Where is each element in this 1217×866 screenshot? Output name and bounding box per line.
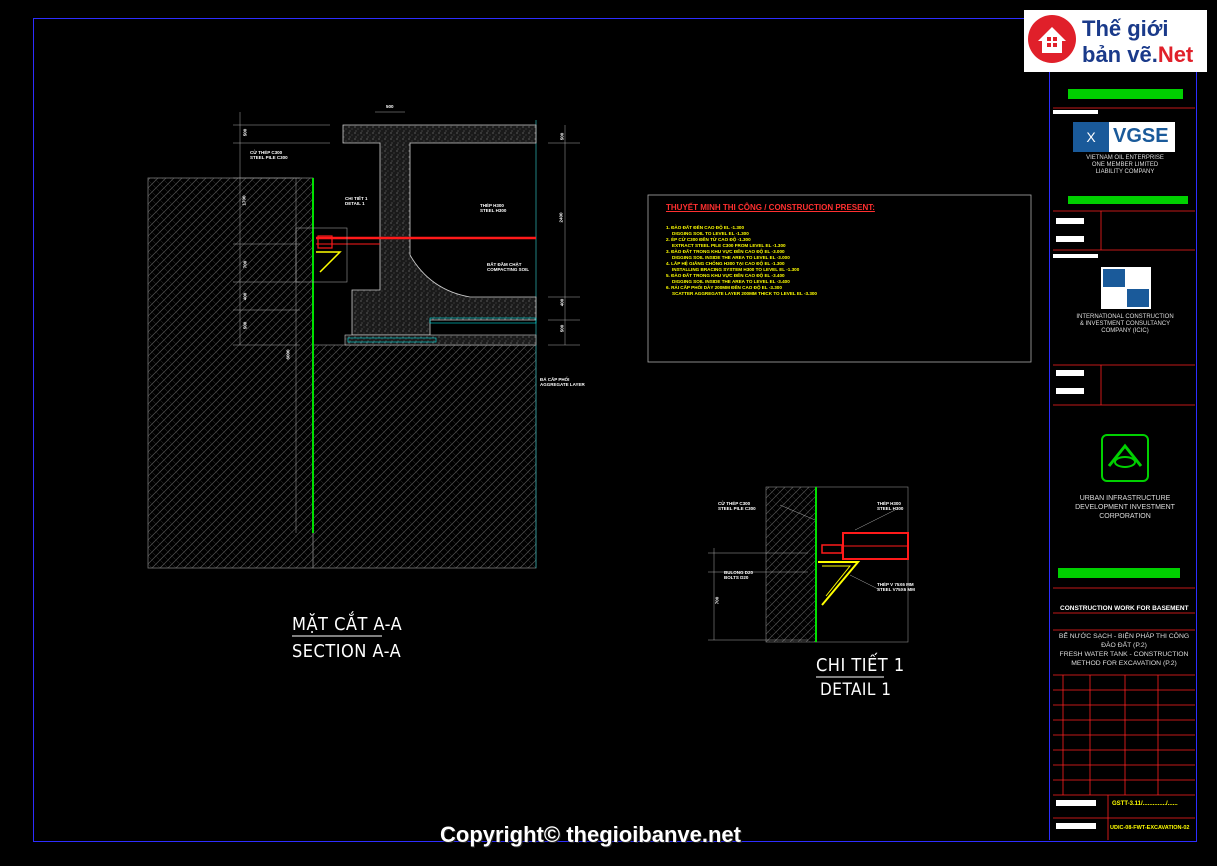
notes-title: THUYẾT MINH THI CÔNG / CONSTRUCTION PRES… bbox=[666, 203, 875, 212]
detail-title-en: DETAIL 1 bbox=[820, 680, 892, 700]
dim-left-3: 400 bbox=[242, 292, 248, 301]
vgse-logo: X VGSE bbox=[1073, 122, 1175, 152]
white-bar-3 bbox=[1056, 236, 1084, 242]
detail-bracket bbox=[818, 561, 861, 606]
white-bar-5 bbox=[1056, 370, 1084, 376]
concrete-wall bbox=[342, 124, 537, 336]
frame-divider bbox=[1049, 18, 1050, 840]
white-bar-2 bbox=[1056, 218, 1084, 224]
base-slab bbox=[344, 334, 537, 346]
logo-line1: Thế giới bbox=[1082, 16, 1169, 41]
dim-right-1: 2400 bbox=[558, 212, 564, 223]
detail-dim: 700 bbox=[714, 596, 720, 605]
dim-left-0: 500 bbox=[242, 128, 248, 137]
drawing-frame bbox=[33, 18, 1197, 842]
logo-line2: bản vẽ.Net bbox=[1082, 42, 1194, 67]
notes-box bbox=[647, 194, 1032, 363]
watermark-logo[interactable]: Thế giới bản vẽ.Net bbox=[1024, 10, 1207, 72]
icc-desc: INTERNATIONAL CONSTRUCTION& INVESTMENT C… bbox=[1076, 314, 1174, 334]
detail-soil bbox=[765, 486, 817, 643]
work-title: CONSTRUCTION WORK FOR BASEMENT bbox=[1060, 605, 1189, 612]
dim-left-2: 700 bbox=[242, 260, 248, 269]
white-bar-4 bbox=[1053, 254, 1098, 258]
green-bar-3 bbox=[1058, 568, 1180, 578]
section-title-en: SECTION A-A bbox=[292, 641, 402, 662]
copyright-watermark: Copyright© thegioibanve.net bbox=[440, 822, 741, 847]
dim-left-5: 6000 bbox=[285, 349, 291, 360]
white-bar-6 bbox=[1056, 388, 1084, 394]
dim-left-4: 500 bbox=[242, 321, 248, 330]
white-bar-1 bbox=[1053, 110, 1098, 114]
white-bar-8 bbox=[1056, 823, 1096, 829]
white-bar-7 bbox=[1056, 800, 1096, 806]
soil-left bbox=[147, 177, 314, 569]
dim-right-0: 500 bbox=[559, 132, 565, 141]
dim-right-3: 500 bbox=[559, 324, 565, 333]
icc-logo bbox=[1101, 267, 1151, 309]
detail-title-vi: CHI TIẾT 1 bbox=[816, 655, 905, 676]
dim-top: 500 bbox=[386, 104, 394, 109]
drawing-code: UDIC-08-FWT-EXCAVATION-02 bbox=[1110, 825, 1190, 831]
dim-left-1: 1700 bbox=[241, 195, 247, 206]
dim-right-2: 400 bbox=[559, 298, 565, 307]
udic-logo bbox=[1101, 434, 1149, 482]
green-bar-2 bbox=[1068, 196, 1188, 204]
sheet-no: GSTT-3.11/............../...... bbox=[1112, 801, 1178, 807]
section-title-vi: MẶT CẮT A-A bbox=[292, 614, 403, 635]
green-bar-1 bbox=[1068, 89, 1183, 99]
soil-bottom bbox=[312, 344, 537, 569]
house-icon bbox=[1028, 15, 1076, 63]
